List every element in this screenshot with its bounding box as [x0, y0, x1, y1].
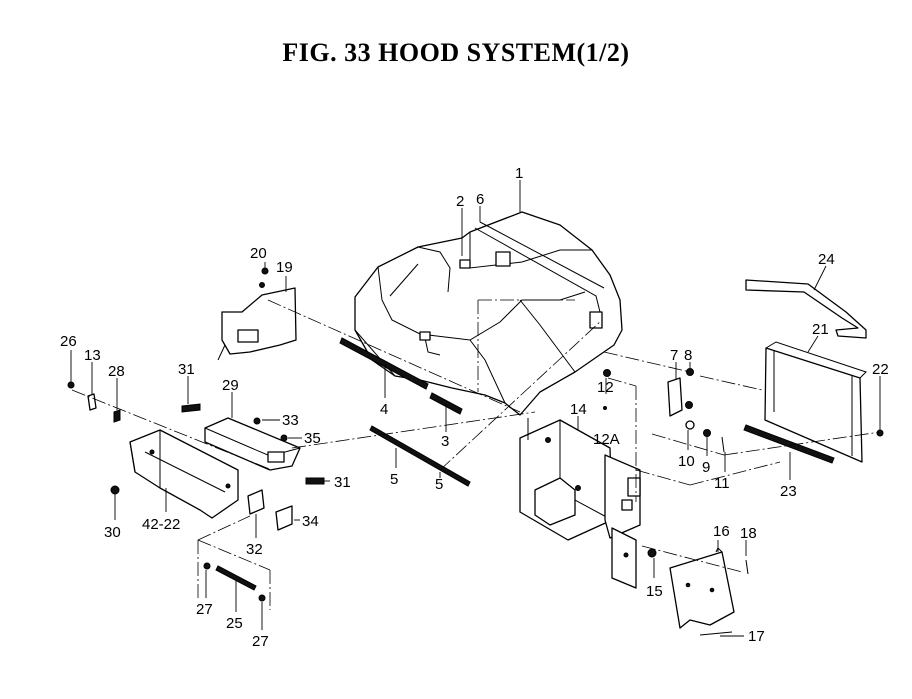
seal-strips-parts-3-4-5	[339, 337, 471, 487]
rail-bracket-part-29	[204, 417, 301, 471]
callout-12a: 12A	[593, 431, 620, 448]
callout-3: 3	[441, 433, 449, 450]
callout-labels: 1 2 6 20 19 24 21 22 7 8 12 12A 14 10 9 …	[60, 165, 889, 650]
bracket-assembly-part-14	[519, 418, 641, 589]
center-lines	[71, 299, 881, 610]
bracket-part-7	[667, 377, 693, 417]
trim-strip-part-23	[743, 424, 835, 464]
callout-17: 17	[748, 628, 765, 645]
callout-27-right: 27	[252, 633, 269, 650]
guard-box-part-21	[764, 341, 884, 463]
callout-32: 32	[246, 541, 263, 558]
callout-24: 24	[818, 251, 835, 268]
callout-21: 21	[812, 321, 829, 338]
callout-12: 12	[597, 379, 614, 396]
pads-part-31	[181, 403, 325, 485]
callout-15: 15	[646, 583, 663, 600]
callout-26: 26	[60, 333, 77, 350]
callout-25: 25	[226, 615, 243, 632]
callout-20: 20	[250, 245, 267, 262]
callout-10: 10	[678, 453, 695, 470]
rod-part-25	[203, 562, 266, 602]
callout-33: 33	[282, 412, 299, 429]
callout-14: 14	[570, 401, 587, 418]
callout-1: 1	[515, 165, 523, 182]
callout-42-22: 42-22	[142, 516, 180, 533]
small-blocks-parts-32-34	[247, 489, 293, 531]
callout-5-right: 5	[435, 476, 443, 493]
callout-31-right: 31	[334, 474, 351, 491]
callout-35: 35	[304, 430, 321, 447]
side-panel-part-19	[217, 282, 297, 361]
callout-29: 29	[222, 377, 239, 394]
callout-34: 34	[302, 513, 319, 530]
callout-19: 19	[276, 259, 293, 276]
callout-31-top: 31	[178, 361, 195, 378]
callout-9: 9	[702, 459, 710, 476]
leader-lines	[70, 180, 881, 637]
callout-16: 16	[713, 523, 730, 540]
callout-18: 18	[740, 525, 757, 542]
figure-title: FIG. 33 HOOD SYSTEM(1/2)	[282, 38, 630, 67]
mount-frame-part-42-22	[129, 429, 239, 519]
callout-8: 8	[684, 347, 692, 364]
handle-bar-part-24	[745, 279, 867, 339]
callout-7: 7	[670, 347, 678, 364]
callout-6: 6	[476, 191, 484, 208]
callout-4: 4	[380, 401, 388, 418]
callout-28: 28	[108, 363, 125, 380]
callout-11: 11	[714, 475, 730, 492]
callout-22: 22	[872, 361, 889, 378]
callout-27-left: 27	[196, 601, 213, 618]
callout-23: 23	[780, 483, 797, 500]
callout-30: 30	[104, 524, 121, 541]
callout-13: 13	[84, 347, 101, 364]
cover-plate-part-16	[669, 547, 735, 636]
callout-2: 2	[456, 193, 464, 210]
hood-part-1	[354, 211, 623, 416]
callout-5-left: 5	[390, 471, 398, 488]
latch-parts-13-28	[87, 393, 121, 423]
